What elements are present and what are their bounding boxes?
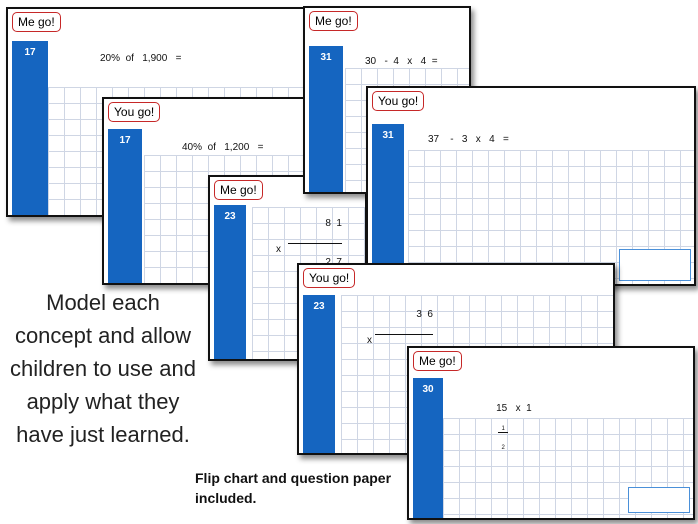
question-text: 30 - 4 x 4 = (365, 56, 438, 67)
fraction: 1 2 (498, 414, 509, 463)
blue-sidebar: 31 (372, 124, 404, 284)
blue-sidebar: 23 (303, 295, 335, 453)
question-text: 37 - 3 x 4 = (428, 134, 509, 145)
slide-me-go-30: 30 Me go! 15 x 1 1 2 (407, 346, 695, 520)
bottom-row: x 2 7 (276, 230, 342, 268)
slide-label: Me go! (12, 12, 61, 32)
bottom-digits: 2 7 (325, 257, 342, 268)
top-digits: 3 6 (416, 309, 433, 320)
answer-box[interactable] (628, 487, 690, 513)
fraction-numerator: 1 (498, 426, 509, 433)
question-text: 40% of 1,200 = (182, 142, 264, 153)
multiplication: 3 6 x 2 9 (367, 308, 433, 359)
top-digits: 8 1 (325, 218, 342, 229)
slide-number: 31 (382, 130, 394, 141)
question-text: 15 x 1 1 2 (485, 392, 532, 474)
blue-sidebar: 17 (12, 41, 48, 215)
times-sign: x (276, 244, 281, 255)
slide-number: 17 (119, 135, 131, 146)
slide-number: 30 (422, 384, 434, 395)
slide-number: 31 (320, 52, 332, 63)
slide-label: Me go! (309, 11, 358, 31)
sum-line (288, 243, 342, 244)
fraction-denominator: 2 (501, 445, 505, 451)
sum-line (375, 334, 433, 335)
answer-box[interactable] (619, 249, 691, 281)
slide-number: 23 (224, 211, 236, 222)
blue-sidebar: 31 (309, 46, 343, 192)
slide-label: Me go! (413, 351, 462, 371)
slide-label: Me go! (214, 180, 263, 200)
slide-number: 17 (24, 47, 36, 58)
question-main: 15 x 1 (496, 403, 532, 414)
blue-sidebar: 30 (413, 378, 443, 518)
caption-text: Model each concept and allow children to… (10, 290, 196, 447)
slide-number: 23 (313, 301, 325, 312)
slide-label: You go! (372, 91, 425, 111)
question-text: 20% of 1,900 = (100, 53, 182, 64)
footer-note: Flip chart and question paper included. (195, 470, 392, 506)
bottom-row: x 2 9 (367, 321, 433, 359)
slide-you-go-31: 31 You go! 37 - 3 x 4 = (366, 86, 696, 286)
times-sign: x (367, 335, 372, 346)
slide-label: You go! (108, 102, 161, 122)
slide-label: You go! (303, 268, 356, 288)
multiplication: 8 1 x 2 7 (276, 217, 342, 268)
blue-sidebar: 17 (108, 129, 142, 283)
blue-sidebar: 23 (214, 205, 246, 359)
